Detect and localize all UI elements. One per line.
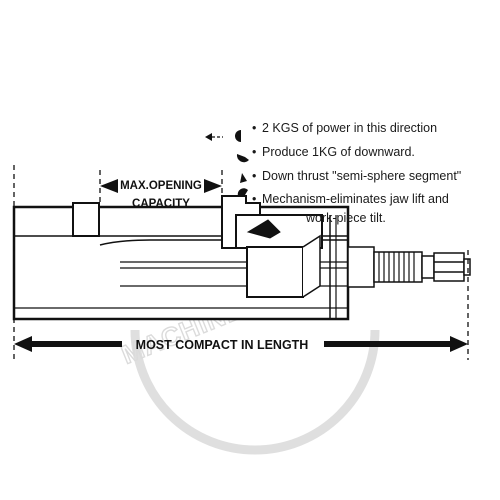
screw-collar: [421, 255, 435, 279]
max-opening-right-arrow: [204, 179, 222, 193]
screw-thread: [373, 251, 423, 283]
lead-screw: [347, 246, 471, 288]
fixed-jaw: [72, 202, 100, 237]
vise-lower-body: [99, 239, 348, 246]
screw-housing: [347, 246, 375, 288]
note-2: Produce 1KG of downward.: [262, 145, 415, 159]
max-opening-dimension: MAX.OPENING CAPACITY: [100, 179, 222, 210]
note-bullet-4: •: [252, 192, 256, 206]
wedge-mechanism: [246, 219, 281, 239]
force-glyph-3: [240, 173, 247, 183]
screw-hex-end: [433, 252, 465, 282]
note-bullet-2: •: [252, 145, 256, 159]
force-glyph-4: [237, 188, 248, 196]
note-4: Mechanism-eliminates jaw lift and: [262, 192, 449, 206]
note-3: Down thrust "semi-sphere segment": [262, 169, 461, 183]
moving-jaw: [221, 195, 261, 249]
capacity-label: CAPACITY: [132, 198, 190, 210]
note-5: work-piece tilt.: [305, 211, 386, 225]
length-dimension: MOST COMPACT IN LENGTH: [14, 336, 468, 352]
note-bullet-3: •: [252, 169, 256, 183]
force-glyph-1: [235, 130, 241, 142]
vise-body: [12, 195, 350, 321]
most-compact-label: MOST COMPACT IN LENGTH: [136, 338, 309, 352]
watermark-arc: [130, 329, 380, 455]
feature-notes: • 2 KGS of power in this direction • Pro…: [252, 121, 461, 225]
max-opening-label: MAX.OPENING: [120, 180, 202, 192]
max-opening-left-arrow: [100, 179, 118, 193]
note-1: 2 KGS of power in this direction: [262, 121, 437, 135]
note-bullet-1: •: [252, 121, 256, 135]
force-glyph-2: [236, 154, 249, 163]
jaw-housing: [246, 246, 304, 298]
force-indicators: [205, 130, 249, 196]
length-left-arrow: [14, 336, 32, 352]
extension-lines: [13, 165, 469, 360]
length-right-arrow: [450, 336, 468, 352]
